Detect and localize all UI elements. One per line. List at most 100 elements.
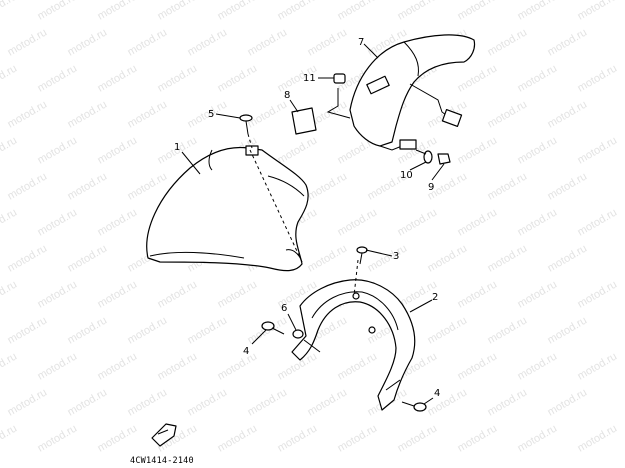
callout-5: 5 <box>208 109 214 120</box>
watermark-text: motod.ru <box>216 350 260 382</box>
callout-11: 11 <box>303 73 316 84</box>
watermark-text: motod.ru <box>36 278 80 310</box>
watermark-text: motod.ru <box>66 26 110 58</box>
callout-10: 10 <box>400 170 413 181</box>
watermark-text: motod.ru <box>576 62 620 94</box>
watermark-text: motod.ru <box>0 206 19 238</box>
watermark-text: motod.ru <box>6 242 50 274</box>
watermark-text: motod.ru <box>576 206 620 238</box>
watermark-text: motod.ru <box>486 98 530 130</box>
watermark-text: motod.ru <box>516 206 560 238</box>
watermark-text: motod.ru <box>456 278 500 310</box>
watermark-text: motod.ru <box>66 386 110 418</box>
callout-6: 6 <box>281 303 287 314</box>
watermark-text: motod.ru <box>306 26 350 58</box>
watermark-text: motod.ru <box>456 62 500 94</box>
bolt-part-3 <box>356 246 368 265</box>
callout-4-right: 4 <box>434 388 440 399</box>
watermark-text: motod.ru <box>516 350 560 382</box>
watermark-text: motod.ru <box>0 422 19 454</box>
watermark-text: motod.ru <box>36 0 80 23</box>
watermark-text: motod.ru <box>216 422 260 454</box>
watermark-text: motod.ru <box>96 350 140 382</box>
watermark-text: motod.ru <box>546 314 590 346</box>
bolt-part-6 <box>292 329 304 339</box>
watermark-text: motod.ru <box>396 206 440 238</box>
watermark-text: motod.ru <box>456 134 500 166</box>
callout-4-left: 4 <box>243 346 249 357</box>
watermark-text: motod.ru <box>6 98 50 130</box>
watermark-text: motod.ru <box>486 314 530 346</box>
bolt-washer-parts <box>415 149 451 165</box>
watermark-text: motod.ru <box>426 314 470 346</box>
watermark-text: motod.ru <box>36 134 80 166</box>
clip-icon <box>151 423 177 447</box>
watermark-text: motod.ru <box>456 350 500 382</box>
watermark-text: motod.ru <box>336 350 380 382</box>
watermark-text: motod.ru <box>576 422 620 454</box>
watermark-text: motod.ru <box>546 170 590 202</box>
watermark-text: motod.ru <box>546 98 590 130</box>
watermark-text: motod.ru <box>576 134 620 166</box>
watermark-text: motod.ru <box>516 0 560 23</box>
bolt-part-4-right <box>401 401 427 412</box>
bolt-part-5 <box>239 114 253 135</box>
watermark-text: motod.ru <box>0 350 19 382</box>
label-part-8 <box>291 107 317 135</box>
watermark-text: motod.ru <box>426 386 470 418</box>
watermark-text: motod.ru <box>96 134 140 166</box>
watermark-text: motod.ru <box>126 26 170 58</box>
watermark-text: motod.ru <box>486 170 530 202</box>
inner-mudguard-part <box>291 279 416 411</box>
front-fender-part <box>146 145 309 272</box>
watermark-text: motod.ru <box>246 386 290 418</box>
watermark-text: motod.ru <box>336 422 380 454</box>
watermark-text: motod.ru <box>336 0 380 23</box>
callout-8: 8 <box>284 90 290 101</box>
watermark-text: motod.ru <box>426 242 470 274</box>
watermark-text: motod.ru <box>276 422 320 454</box>
bolt-part-4-left <box>261 321 285 335</box>
watermark-text: motod.ru <box>456 206 500 238</box>
watermark-text: motod.ru <box>306 242 350 274</box>
watermark-text: motod.ru <box>576 0 620 23</box>
callout-9: 9 <box>428 182 434 193</box>
watermark-text: motod.ru <box>576 278 620 310</box>
watermark-text: motod.ru <box>0 278 19 310</box>
callout-3: 3 <box>393 251 399 262</box>
watermark-text: motod.ru <box>456 422 500 454</box>
watermark-text: motod.ru <box>66 98 110 130</box>
watermark-text: motod.ru <box>516 422 560 454</box>
watermark-text: motod.ru <box>6 170 50 202</box>
watermark-text: motod.ru <box>66 314 110 346</box>
watermark-text: motod.ru <box>186 386 230 418</box>
watermark-text: motod.ru <box>96 0 140 23</box>
watermark-text: motod.ru <box>366 242 410 274</box>
watermark-text: motod.ru <box>36 62 80 94</box>
watermark-text: motod.ru <box>6 26 50 58</box>
watermark-text: motod.ru <box>126 386 170 418</box>
watermark-text: motod.ru <box>156 278 200 310</box>
watermark-text: motod.ru <box>306 386 350 418</box>
watermark-text: motod.ru <box>126 314 170 346</box>
watermark-text: motod.ru <box>396 0 440 23</box>
watermark-text: motod.ru <box>216 0 260 23</box>
watermark-text: motod.ru <box>36 350 80 382</box>
watermark-text: motod.ru <box>0 62 19 94</box>
watermark-text: motod.ru <box>96 278 140 310</box>
watermark-text: motod.ru <box>0 0 19 23</box>
watermark-text: motod.ru <box>36 206 80 238</box>
watermark-text: motod.ru <box>546 242 590 274</box>
rear-guard-part <box>349 34 476 151</box>
watermark-text: motod.ru <box>546 26 590 58</box>
watermark-text: motod.ru <box>156 62 200 94</box>
watermark-text: motod.ru <box>306 170 350 202</box>
watermark-text: motod.ru <box>126 98 170 130</box>
watermark-text: motod.ru <box>156 0 200 23</box>
watermark-text: motod.ru <box>96 62 140 94</box>
watermark-text: motod.ru <box>126 170 170 202</box>
watermark-text: motod.ru <box>156 350 200 382</box>
watermark-text: motod.ru <box>246 98 290 130</box>
watermark-text: motod.ru <box>516 134 560 166</box>
